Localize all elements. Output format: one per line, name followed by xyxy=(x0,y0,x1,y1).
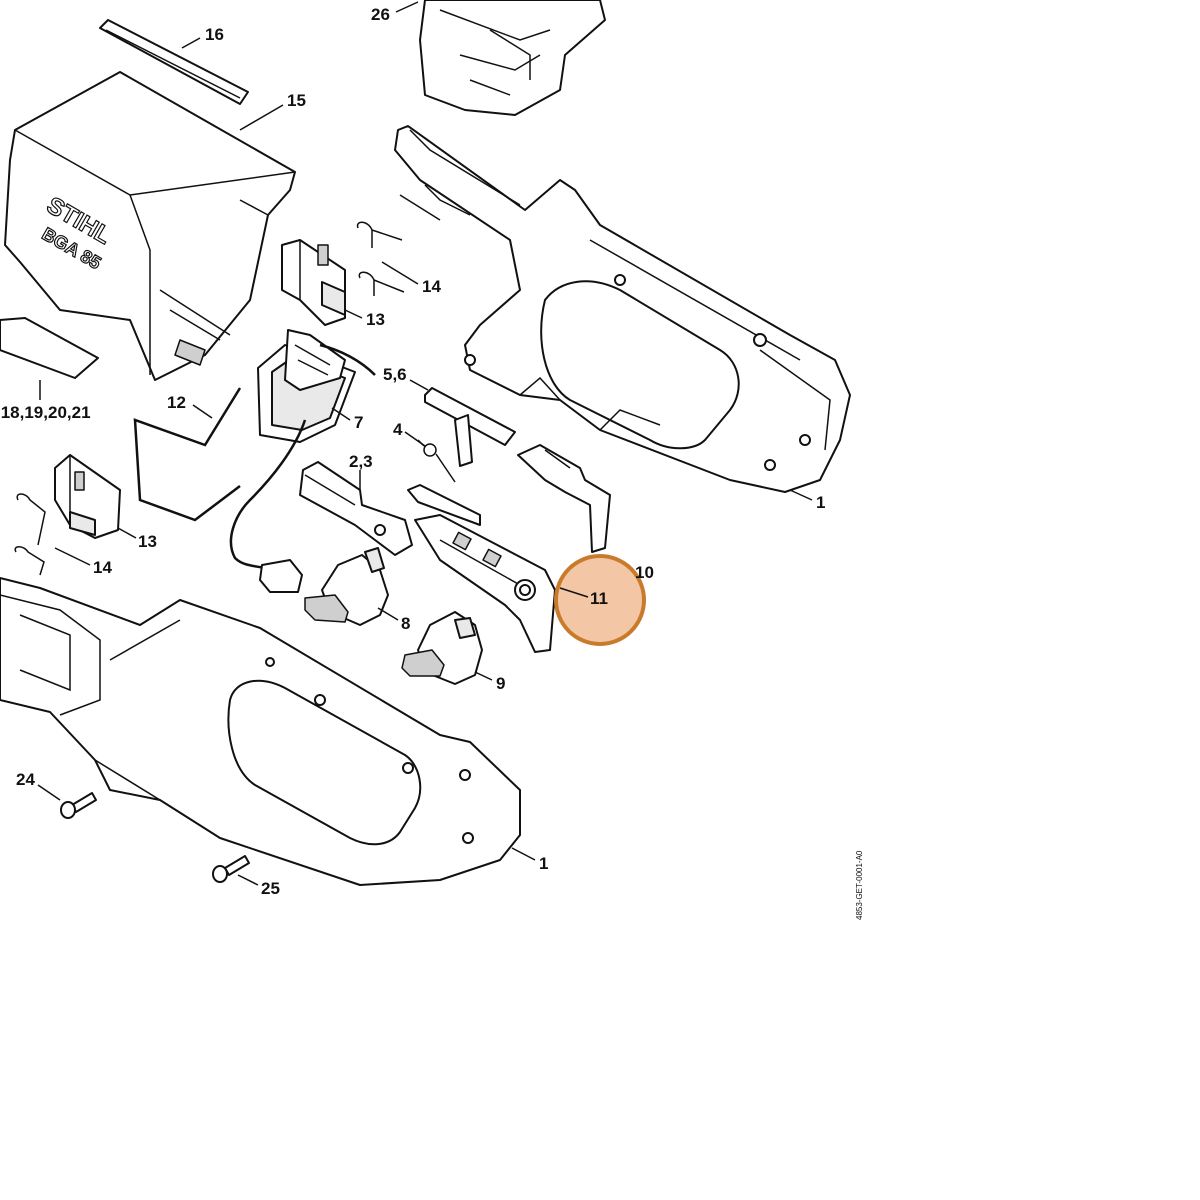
callout-4: 4 xyxy=(393,420,403,439)
callout-11-highlight xyxy=(554,554,646,646)
callout-11: 11 xyxy=(590,589,608,608)
part-12-wire-bracket xyxy=(133,387,242,522)
part-4-spring xyxy=(417,439,456,483)
part-24-screw xyxy=(60,792,97,819)
callout-10: 10 xyxy=(635,563,654,582)
part-9-switch xyxy=(401,611,483,685)
part-13-switch-lower xyxy=(54,454,121,539)
part-14-springs-upper xyxy=(356,221,405,296)
callout-18-21: ,18,19,20,21 xyxy=(0,403,91,422)
part-8-switch xyxy=(304,547,389,626)
part-1-handle-upper xyxy=(394,125,851,493)
callout-8: 8 xyxy=(401,614,410,633)
callout-2-3: 2,3 xyxy=(349,452,373,471)
callout-14-lower: 14 xyxy=(93,558,112,577)
callout-25: 25 xyxy=(261,879,280,898)
part-16-strip xyxy=(99,19,249,105)
part-2-3-trigger xyxy=(299,461,413,556)
part-25-screw xyxy=(212,855,250,883)
callout-labels: 16 26 15 14 13 5,6 ,18,19,20,21 12 7 4 2… xyxy=(0,5,825,898)
callout-12: 12 xyxy=(167,393,186,412)
callout-9: 9 xyxy=(496,674,505,693)
part-13-switch-upper xyxy=(281,239,346,326)
part-15-housing: STIHL BGA 85 xyxy=(4,71,296,381)
callout-26: 26 xyxy=(371,5,390,24)
part-11-switch-housing xyxy=(414,514,556,653)
part-7-circuit-board xyxy=(229,329,376,593)
callout-15: 15 xyxy=(287,91,306,110)
part-1-handle-lower xyxy=(0,577,521,886)
callout-1-lower: 1 xyxy=(539,854,548,873)
part-17-21-label xyxy=(0,317,99,400)
part-26-cover xyxy=(419,0,606,116)
callout-1-upper: 1 xyxy=(816,493,825,512)
callout-13-lower: 13 xyxy=(138,532,157,551)
callout-5-6: 5,6 xyxy=(383,365,407,384)
callout-14-upper: 14 xyxy=(422,277,441,296)
callout-16: 16 xyxy=(205,25,224,44)
drawing-code: 4853-GET-0001-A0 xyxy=(855,850,864,920)
callout-24: 24 xyxy=(16,770,35,789)
leader-lines xyxy=(37,1,813,886)
callout-7: 7 xyxy=(354,413,363,432)
part-5-6-slider xyxy=(424,387,516,467)
callout-13-upper: 13 xyxy=(366,310,385,329)
part-14-springs-lower xyxy=(14,493,46,576)
part-10-switch-rail xyxy=(407,444,611,553)
